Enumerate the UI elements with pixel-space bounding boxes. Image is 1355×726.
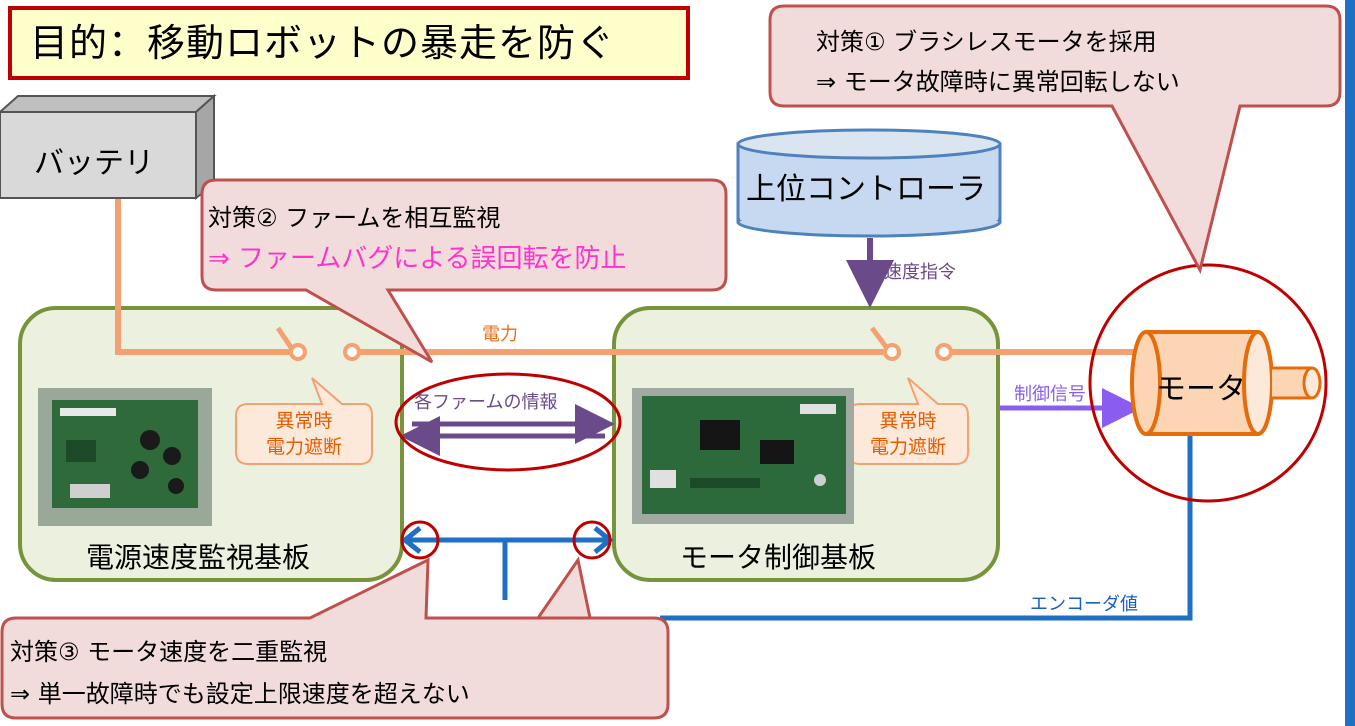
measure-2-line2: ⇒ ファームバグによる誤回転を防止 — [208, 244, 627, 274]
cutoff-bubble-1 — [235, 377, 373, 465]
cutoff-bubble-2-text: 異常時 電力遮断 — [852, 408, 964, 460]
monitor-mark-left — [400, 520, 440, 560]
callout-measure-3 — [0, 556, 670, 720]
measure-1-line2: ⇒ モータ故障時に異常回転しない — [816, 68, 1180, 96]
callout-measure-2 — [200, 178, 728, 364]
motor-control-board-label: モータ制御基板 — [680, 541, 877, 574]
measure-3-line2: ⇒ 単一故障時でも設定上限速度を超えない — [10, 680, 470, 708]
battery-box-front — [0, 111, 197, 199]
motor-highlight-circle — [1088, 263, 1328, 503]
cutoff-bubble-1-line1: 異常時 — [275, 410, 333, 432]
measure-3-line1: 対策③ モータ速度を二重監視 — [10, 638, 328, 666]
switch-1-contact-a — [289, 343, 307, 361]
cutoff-bubble-1-text: 異常時 電力遮断 — [240, 408, 368, 460]
motor-control-board-photo — [632, 388, 854, 524]
firmware-ellipse — [394, 372, 622, 472]
encoder-arrow-left-head — [400, 526, 422, 554]
switch-1-contact-b — [343, 343, 361, 361]
measure-1-line1: 対策① ブラシレスモータを採用 — [816, 28, 1157, 56]
battery-label: バッテリ — [34, 146, 154, 181]
switch-2-contact-b — [935, 343, 953, 361]
firmware-info-label: 各ファームの情報 — [414, 392, 558, 413]
controller-label: 上位コントローラ — [746, 172, 986, 207]
power-label: 電力 — [482, 324, 518, 345]
right-edge-bar — [1345, 0, 1355, 726]
encoder-label: エンコーダ値 — [1030, 594, 1138, 615]
motor-shaft-end — [1302, 366, 1322, 400]
monitor-mark-right — [572, 520, 612, 560]
callout-measure-1 — [768, 4, 1342, 275]
power-monitor-board-label: 電源速度監視基板 — [86, 541, 311, 574]
speed-command-label: 速度指令 — [884, 262, 956, 283]
encoder-line — [660, 420, 1193, 621]
measure-2-line1: 対策② ファームを相互監視 — [208, 204, 501, 232]
control-signal-label: 制御信号 — [1014, 384, 1086, 405]
motor-front-end — [1242, 330, 1274, 436]
cutoff-bubble-1-line2: 電力遮断 — [265, 436, 342, 458]
motor-label: モータ — [1156, 372, 1246, 407]
switch-2-contact-a — [883, 343, 901, 361]
page-title: 目的：移動ロボットの暴走を防ぐ — [8, 6, 690, 80]
controller-cylinder-top — [736, 128, 1002, 160]
motor-body — [1146, 332, 1258, 434]
power-line-battery — [115, 198, 294, 355]
battery-box-top — [0, 95, 217, 113]
cutoff-bubble-2-line2: 電力遮断 — [869, 436, 946, 458]
cutoff-bubble-2-line1: 異常時 — [879, 410, 937, 432]
motor-back-end — [1130, 330, 1162, 436]
power-monitor-board-photo — [38, 388, 212, 526]
